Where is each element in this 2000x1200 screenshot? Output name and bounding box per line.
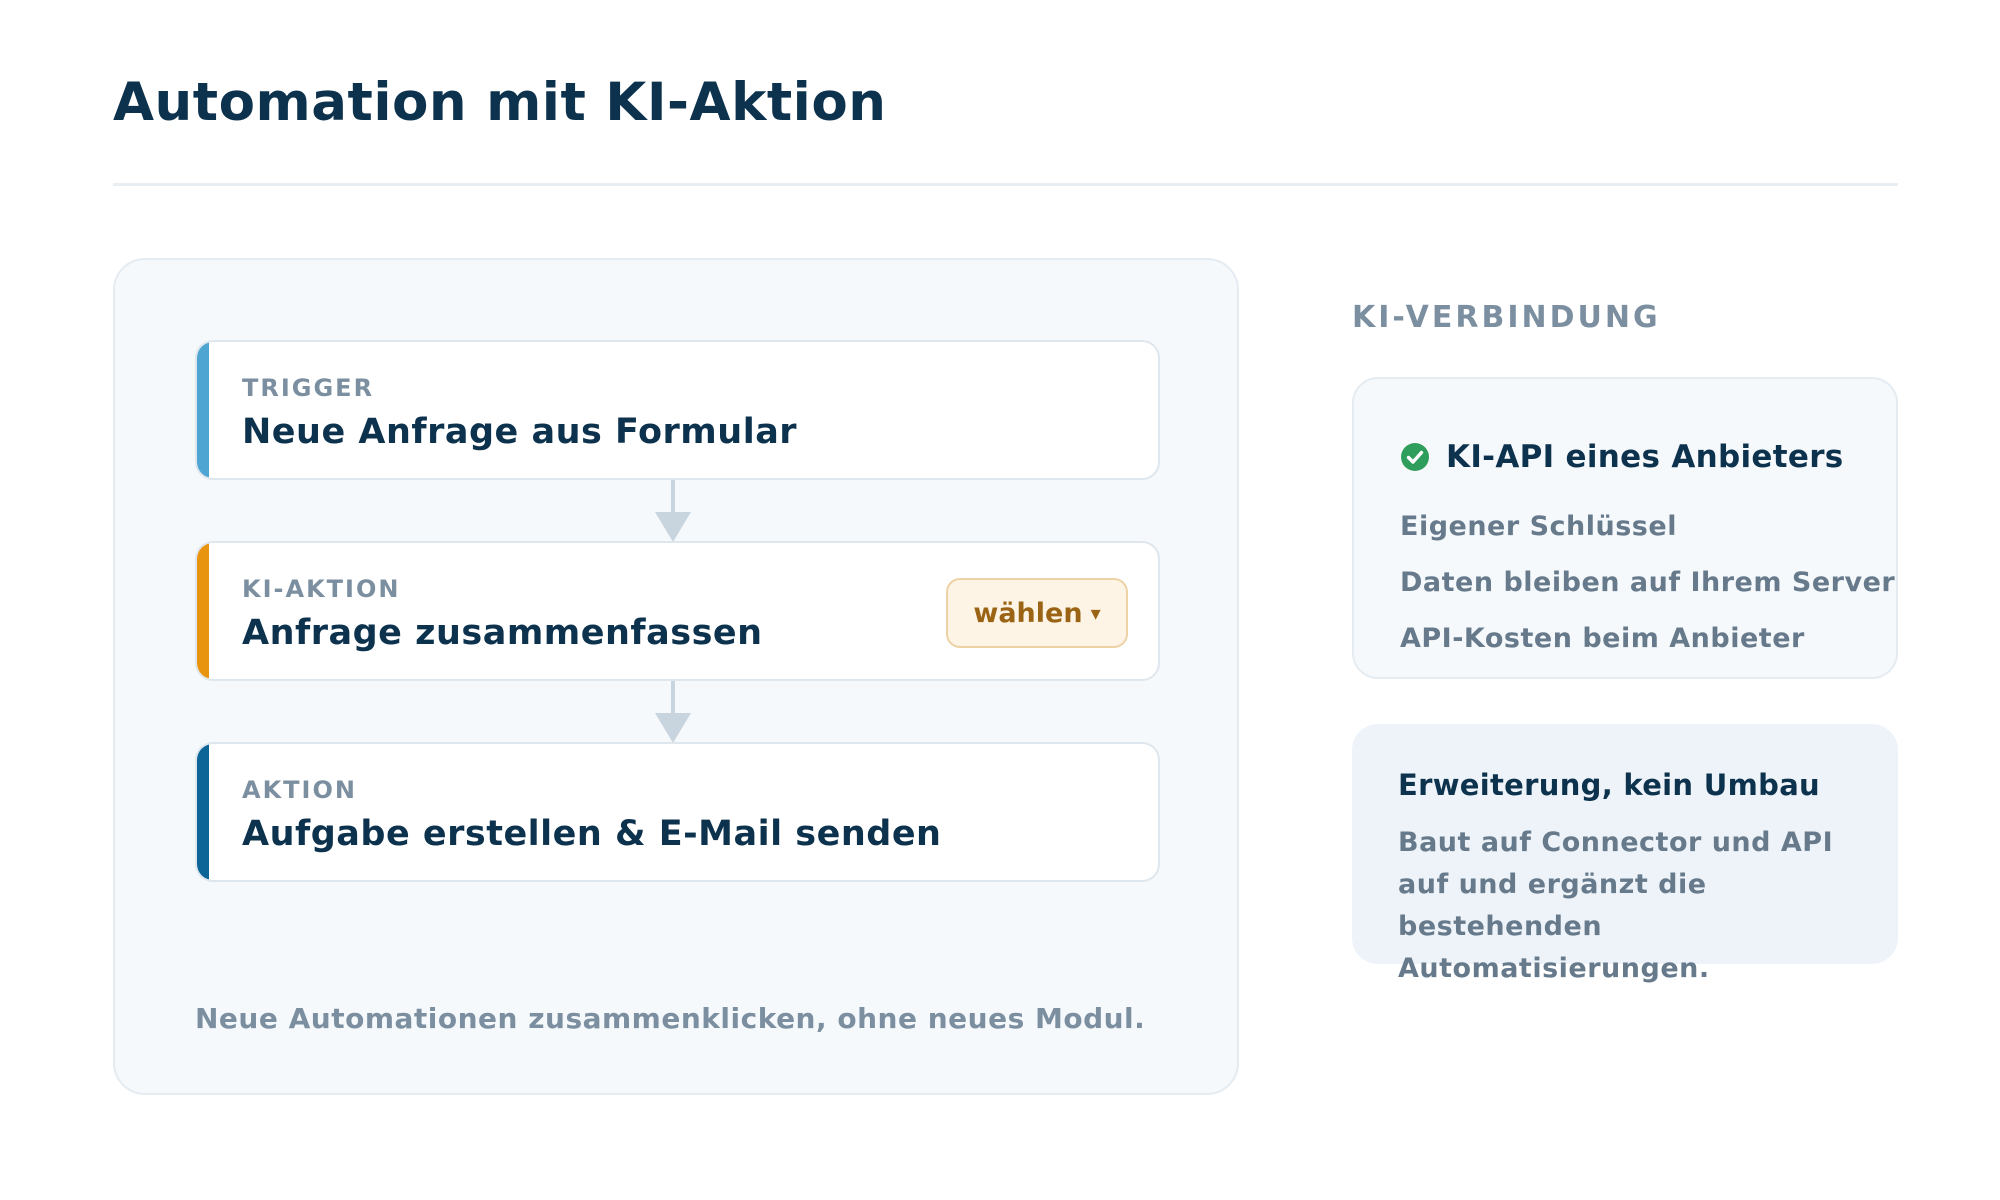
workflow-panel: TRIGGER Neue Anfrage aus Formular KI-AKT…: [113, 258, 1239, 1095]
step-action[interactable]: AKTION Aufgabe erstellen & E-Mail senden: [195, 742, 1160, 882]
ki-connection-heading: KI-VERBINDUNG: [1352, 300, 1661, 335]
provider-title-row: KI-API eines Anbieters: [1400, 439, 1844, 475]
step-label: KI-AKTION: [242, 575, 401, 603]
check-circle-icon: [1401, 443, 1429, 471]
workflow-footnote: Neue Automationen zusammenklicken, ohne …: [195, 1002, 1146, 1035]
step-title: Aufgabe erstellen & E-Mail senden: [242, 814, 942, 854]
step-label: TRIGGER: [242, 374, 375, 402]
step-ki-action[interactable]: KI-AKTION Anfrage zusammenfassen wählen …: [195, 541, 1160, 681]
arrow-down-icon: [655, 512, 691, 542]
chevron-down-icon: ▾: [1090, 601, 1101, 625]
provider-detail: Daten bleiben auf Ihrem Server: [1400, 567, 1896, 598]
connector-arrow: [655, 480, 691, 542]
info-card: Erweiterung, kein Umbau Baut auf Connect…: [1352, 724, 1898, 984]
provider-title: KI-API eines Anbieters: [1446, 439, 1844, 475]
connector-line: [671, 480, 675, 514]
info-body: Baut auf Connector und API auf und ergän…: [1398, 827, 1834, 984]
step-accent-bar: [197, 342, 209, 478]
choose-button-label: wählen: [973, 597, 1083, 629]
info-title: Erweiterung, kein Umbau: [1398, 768, 1821, 802]
step-label: AKTION: [242, 776, 357, 804]
step-trigger[interactable]: TRIGGER Neue Anfrage aus Formular: [195, 340, 1160, 480]
page-title: Automation mit KI-Aktion: [113, 72, 887, 133]
connector-line: [671, 681, 675, 715]
provider-detail: API-Kosten beim Anbieter: [1400, 623, 1805, 654]
step-accent-bar: [197, 543, 209, 679]
step-accent-bar: [197, 744, 209, 880]
provider-details: Eigener Schlüssel Daten bleiben auf Ihre…: [1400, 511, 1895, 679]
connector-arrow: [655, 681, 691, 743]
title-divider: [113, 183, 1898, 186]
choose-ki-action-button[interactable]: wählen ▾: [946, 578, 1128, 648]
step-title: Neue Anfrage aus Formular: [242, 412, 798, 452]
arrow-down-icon: [655, 713, 691, 743]
provider-detail: Eigener Schlüssel: [1400, 511, 1677, 542]
step-title: Anfrage zusammenfassen: [242, 613, 763, 653]
provider-card[interactable]: KI-API eines Anbieters Eigener Schlüssel…: [1352, 377, 1898, 679]
